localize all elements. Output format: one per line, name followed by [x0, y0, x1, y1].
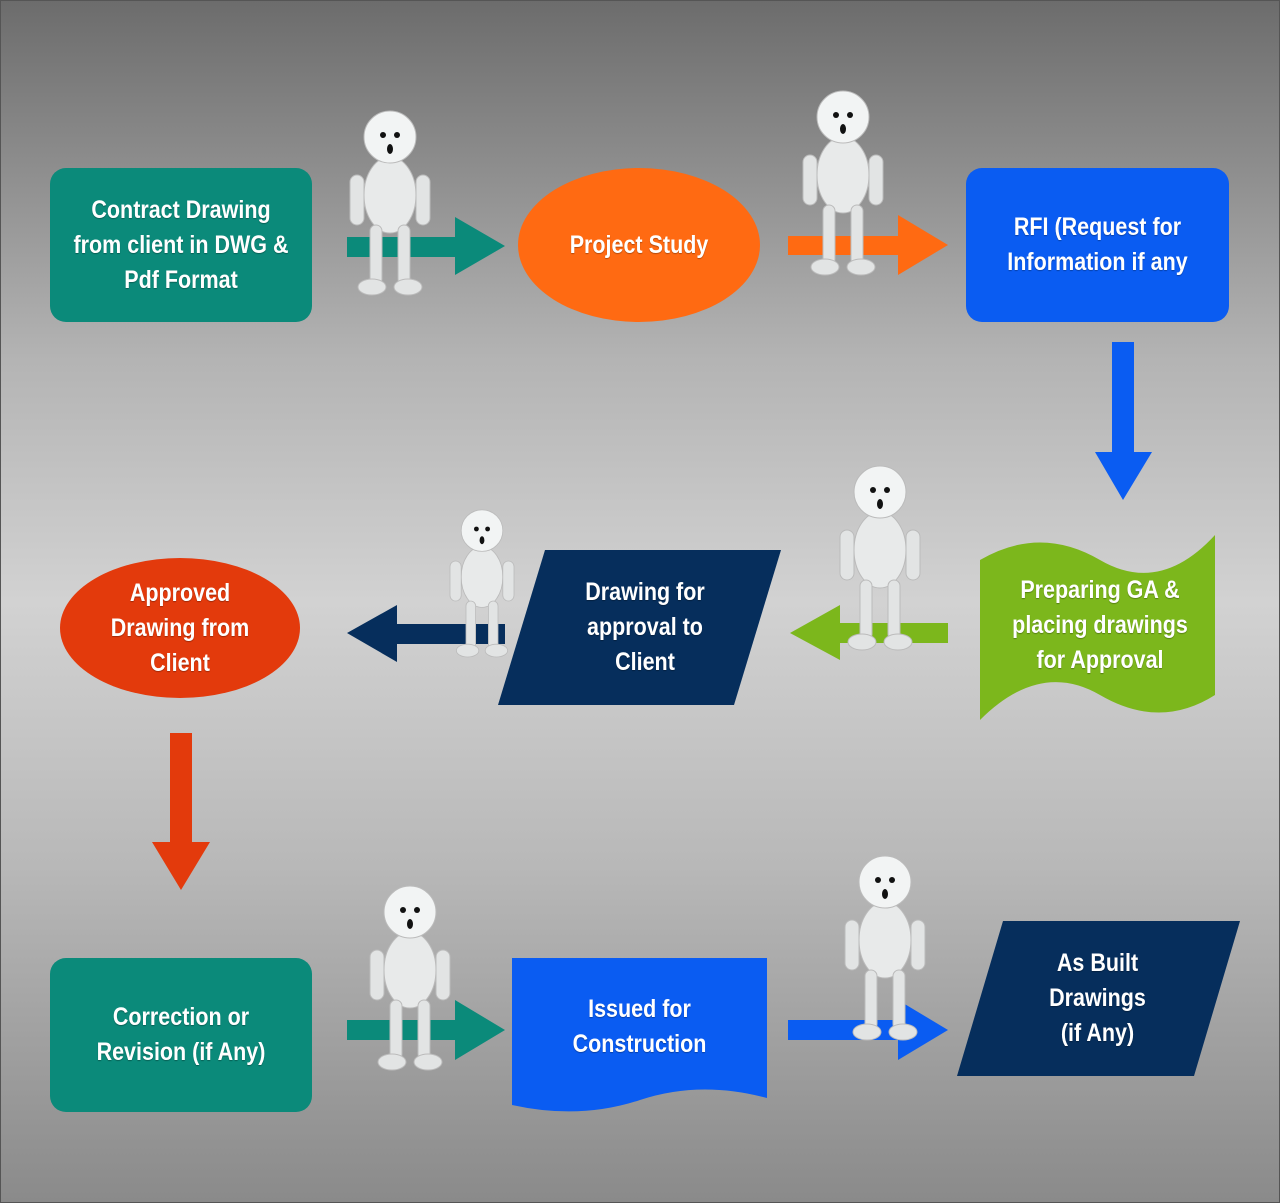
character-figure-5 [369, 885, 451, 1071]
step-label: Correction or Revision (if Any) [96, 1003, 266, 1066]
arrow-right-orange [788, 215, 948, 275]
arrow-down-blue [1095, 342, 1152, 500]
step-approved-drawing-ellipse [60, 558, 300, 698]
step-label: Project Study [569, 230, 709, 259]
step-label: Preparing GA & placing drawings for Appr… [1012, 575, 1188, 674]
step-label: Drawing for approval to Client [585, 578, 705, 676]
step-label: Issued for Construction [572, 995, 707, 1058]
step-label: Contract Drawing from client in DWG & Pd… [73, 195, 289, 294]
arrow-down-red [152, 733, 210, 890]
arrow-left-navy [347, 605, 505, 662]
step-rfi-box [966, 168, 1229, 322]
step-correction-box [50, 958, 312, 1112]
step-label: RFI (Request for Information if any [1007, 213, 1188, 276]
step-label: As Built Drawings (if Any) [1049, 949, 1146, 1047]
step-label: Approved Drawing from Client [110, 578, 250, 677]
step-issued-construction-document [512, 958, 767, 1112]
step-as-built-parallelogram [957, 921, 1240, 1076]
step-project-study-ellipse [518, 168, 760, 322]
step-drawing-approval-parallelogram [498, 550, 781, 705]
step-contract-drawing-box [50, 168, 312, 322]
step-preparing-ga-flag [980, 535, 1215, 720]
character-figure-3 [839, 465, 921, 651]
arrow-right-teal-1 [347, 217, 505, 275]
character-figure-1 [349, 110, 431, 296]
